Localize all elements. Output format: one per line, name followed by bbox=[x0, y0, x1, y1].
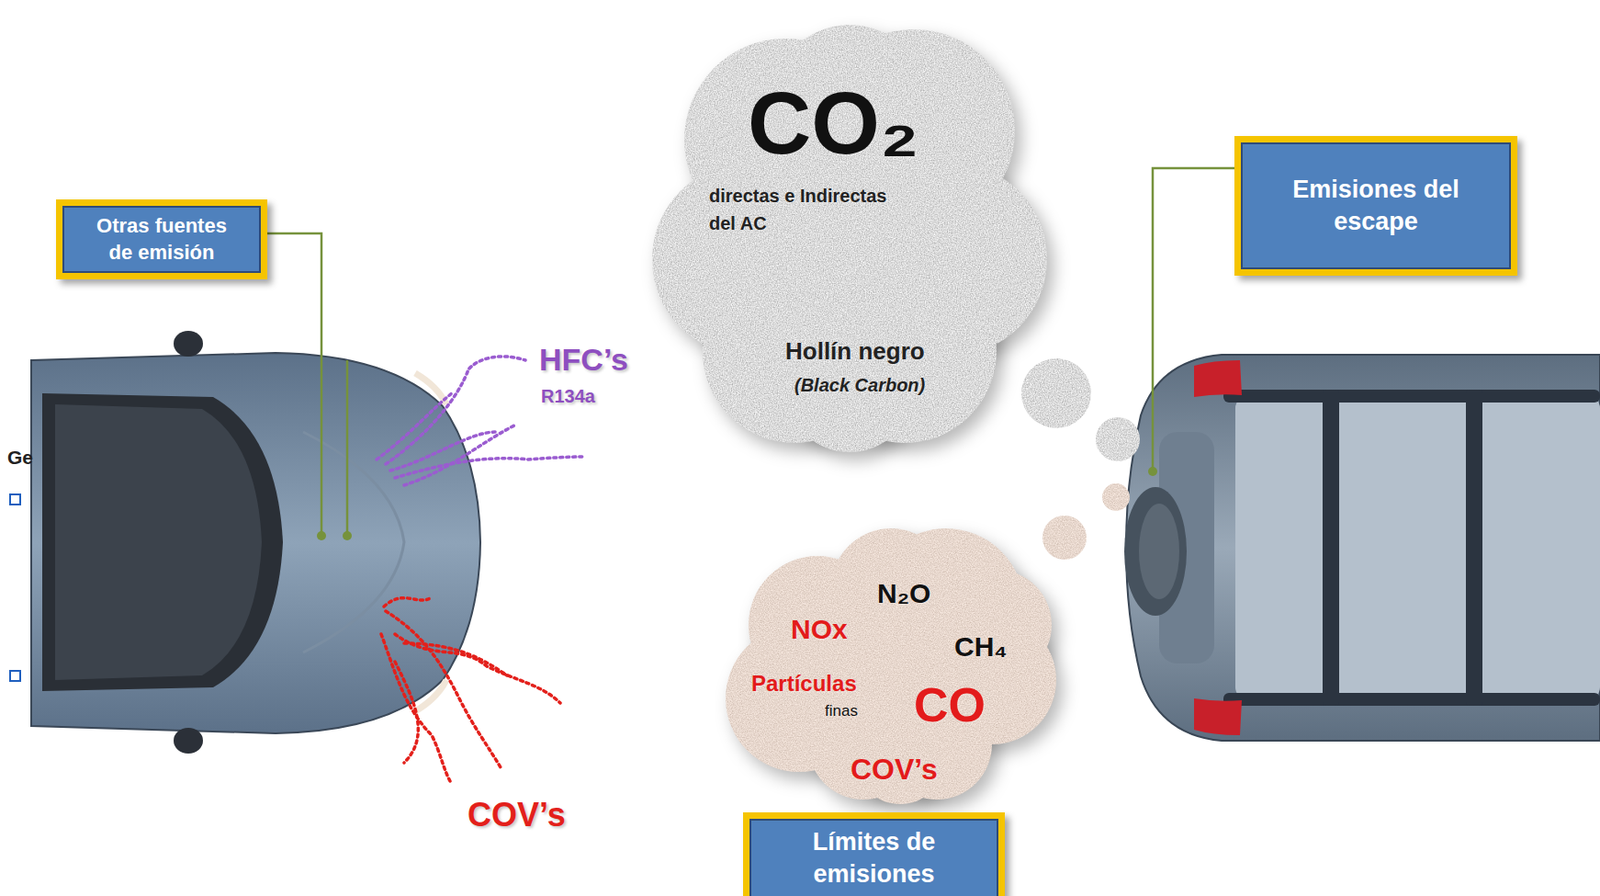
box-label: Emisiones del escape bbox=[1270, 173, 1482, 237]
dotted-line bbox=[404, 424, 517, 485]
leader-lines bbox=[267, 168, 1235, 536]
cloud-fill bbox=[652, 24, 1048, 452]
dotted-line bbox=[404, 642, 508, 676]
leader-dot bbox=[342, 530, 352, 541]
dotted-line bbox=[381, 633, 451, 781]
hood-crease bbox=[303, 431, 405, 653]
cloud-text: directas e Indirectas del AC bbox=[709, 181, 907, 237]
front-car bbox=[31, 330, 481, 754]
cloud-text: N₂O bbox=[877, 576, 931, 610]
box-label: Otras fuentes de emisión bbox=[86, 213, 238, 265]
smoke-puff bbox=[1042, 515, 1087, 560]
leader-line bbox=[346, 360, 350, 536]
tail-light bbox=[1194, 360, 1242, 397]
cloud-shadow bbox=[732, 536, 1063, 812]
cloud-puff bbox=[941, 569, 1052, 680]
smoke-puff bbox=[1095, 416, 1140, 462]
spare-tire bbox=[1138, 503, 1180, 599]
leader-line bbox=[1152, 168, 1235, 472]
rear-car bbox=[1124, 354, 1600, 741]
side-mirror bbox=[173, 727, 203, 754]
refrigerant-code: R134a bbox=[540, 385, 596, 407]
cloud-puff bbox=[831, 528, 951, 648]
smoke-puff bbox=[1102, 483, 1130, 511]
glass-reflection bbox=[55, 404, 262, 680]
checkbox-mark bbox=[10, 494, 21, 505]
cloud-text: CH₄ bbox=[954, 630, 1008, 664]
cloud-text: COV’s bbox=[850, 751, 938, 787]
dotted-line bbox=[394, 661, 418, 763]
cross-bar bbox=[1465, 389, 1483, 706]
leader-dot bbox=[316, 530, 327, 541]
smoke-puff bbox=[1021, 358, 1092, 429]
dotted-line bbox=[383, 597, 432, 607]
cloud-text: Partículas bbox=[751, 670, 857, 698]
cov-emission-lines bbox=[381, 597, 561, 781]
cloud-text: CO₂ bbox=[747, 78, 920, 168]
page-fragment: Ge bbox=[7, 446, 34, 469]
callout-box: Otras fuentes de emisión bbox=[56, 199, 268, 280]
roof-panel bbox=[1235, 396, 1600, 699]
cloud-text: finas bbox=[824, 701, 858, 721]
dotted-line bbox=[385, 356, 526, 464]
box-label: Límites de emisiones bbox=[768, 825, 981, 890]
headlight bbox=[415, 372, 447, 405]
refrigerant-label: HFC’s bbox=[539, 341, 629, 378]
leader-dot bbox=[1148, 466, 1158, 476]
dotted-line bbox=[390, 431, 496, 471]
windshield bbox=[42, 393, 283, 691]
cloud-text: NOx bbox=[790, 612, 848, 646]
headlight bbox=[415, 679, 447, 711]
callout-box: Límites de emisiones bbox=[743, 811, 1005, 896]
side-mirror bbox=[173, 330, 203, 357]
leader-line bbox=[267, 233, 322, 536]
cloud-text: (Black Carbon) bbox=[794, 373, 925, 396]
emission-cloud: CO₂ directas e Indirectas del AC Hollín ne… bbox=[647, 20, 1052, 454]
cloud-fill bbox=[725, 528, 1057, 804]
car-body bbox=[31, 352, 481, 733]
roof-rail bbox=[1223, 692, 1600, 706]
emission-cloud: N₂O NOxCH₄ Partículas finas CO COV’s bbox=[725, 523, 1057, 800]
cloud-text: CO bbox=[913, 676, 986, 733]
roof-rail bbox=[1223, 389, 1600, 403]
car-body bbox=[1126, 354, 1600, 741]
cross-bar bbox=[1322, 389, 1340, 706]
checkbox-mark bbox=[10, 670, 21, 681]
spare-tire bbox=[1124, 486, 1187, 616]
pollutant-label: COV’s bbox=[467, 795, 566, 834]
tail-light bbox=[1194, 698, 1242, 735]
cloud-text: Hollín negro bbox=[785, 337, 925, 366]
callout-box: Emisiones del escape bbox=[1234, 135, 1518, 276]
dotted-line bbox=[394, 633, 561, 703]
